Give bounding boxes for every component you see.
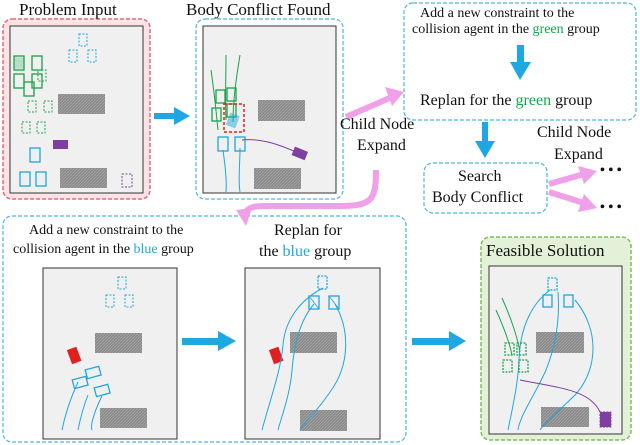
flow-arrow-replan-to-solution: [412, 331, 466, 351]
blue-replan-line2: the blue group: [259, 243, 351, 261]
blue-replan-suffix: group: [310, 243, 352, 260]
green-constraint-color-word: green: [532, 22, 564, 37]
constraint-red-marker: [66, 346, 82, 365]
problem-input-title: Problem Input: [19, 0, 117, 19]
solution-purple-path: [519, 379, 612, 428]
child-node-expand-left-line1: Child Node: [340, 116, 415, 133]
replan-blue-agents: [308, 275, 340, 310]
blue-constraint-prefix: collision agent in the: [13, 242, 134, 257]
flow-arrow-constraint-to-replan-blue: [182, 331, 236, 351]
green-replan-label: Replan for the green group: [420, 92, 592, 110]
green-replan-suffix: group: [551, 92, 593, 109]
solution-blue-agents: [542, 277, 574, 308]
green-replan-color-word: green: [515, 92, 552, 109]
problem-input-goal-markers: [21, 33, 133, 188]
blue-replan-color-word: blue: [282, 243, 311, 260]
constraint-obstacle-top: [95, 333, 142, 353]
problem-input-purple-agent: [53, 140, 68, 149]
green-constraint-suffix: group: [563, 22, 600, 37]
search-box-line2: Body Conflict: [432, 189, 524, 206]
blue-constraint-suffix: group: [157, 242, 194, 257]
constraint-blue-goals: [105, 276, 134, 308]
solution-green-agents: [502, 342, 529, 373]
problem-input-obstacle-bottom: [60, 168, 107, 188]
solution-obstacle-bottom: [541, 407, 589, 427]
flow-arrow-green-to-search: [475, 122, 495, 158]
problem-input-blue-agents: [19, 147, 47, 187]
conflict-obstacle-top: [258, 100, 305, 121]
replan-red-marker: [268, 346, 284, 365]
child-node-expand-right-line1: Child Node: [537, 124, 612, 141]
child-node-expand-left-line2: Expand: [357, 137, 406, 154]
replan-obstacle-top: [290, 332, 337, 353]
feasible-solution-title: Feasible Solution: [486, 241, 605, 260]
constraint-blue-paths: [61, 381, 103, 431]
flow-arrow-input-to-conflict: [154, 107, 190, 125]
constraint-obstacle-bottom: [100, 408, 147, 428]
constraint-blue-agents: [71, 365, 111, 398]
blue-constraint-color-word: blue: [133, 242, 158, 257]
problem-input-obstacle-top: [58, 94, 105, 114]
blue-replan-line1: Replan for: [274, 222, 342, 239]
solution-obstacle-top: [536, 332, 584, 353]
conflict-purple-path: [241, 139, 308, 161]
replan-blue-paths: [261, 287, 347, 431]
expand-arrow-lower-right: [548, 189, 597, 212]
search-box-line1: Search: [458, 168, 502, 185]
problem-input-green-agents: [13, 55, 43, 97]
conflict-obstacle-bottom: [254, 168, 301, 189]
blue-constraint-line1: Add a new constraint to the: [29, 223, 184, 238]
conflict-blue-agents: [217, 136, 246, 152]
child-node-expand-right-line2: Expand: [554, 146, 603, 163]
green-constraint-prefix: collision agent in the: [412, 22, 533, 37]
green-constraint-line2: collision agent in the green group: [412, 22, 600, 38]
expand-arrow-upper-right: [548, 166, 597, 187]
conflict-blue-paths: [222, 147, 241, 193]
conflict-highlight: [223, 103, 245, 133]
blue-constraint-line2: collision agent in the blue group: [13, 242, 194, 258]
blue-replan-prefix: the: [259, 243, 283, 260]
flow-arrow-constraint-to-replan-green: [510, 45, 531, 80]
body-conflict-title: Body Conflict Found: [186, 0, 331, 19]
green-replan-prefix: Replan for the: [420, 92, 516, 109]
expand-arrow-to-green-branch: [344, 87, 404, 120]
green-constraint-line1: Add a new constraint to the: [420, 6, 575, 21]
ellipsis-upper: • • •: [600, 163, 622, 178]
expand-arrow-to-blue-branch: [236, 169, 379, 226]
ellipsis-lower: • • •: [600, 200, 622, 215]
solution-green-paths: [495, 297, 521, 356]
search-box: [423, 162, 548, 214]
